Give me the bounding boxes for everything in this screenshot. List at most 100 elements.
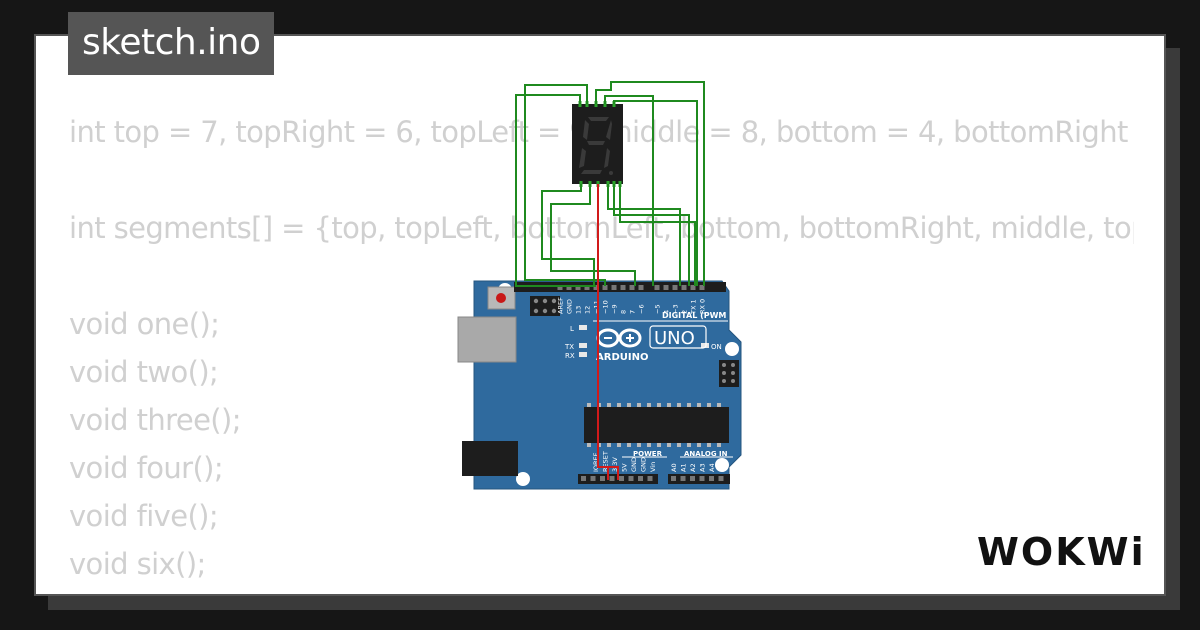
header-pin[interactable] <box>629 285 635 290</box>
digital-header[interactable] <box>514 282 726 292</box>
header-pin[interactable] <box>590 476 596 481</box>
mounting-hole-icon <box>725 342 739 356</box>
chip-leg <box>657 443 661 447</box>
digital-pin-label: 12 <box>584 306 592 314</box>
digital-pin-label: 8 <box>620 310 628 314</box>
chip-leg <box>657 403 661 407</box>
icsp-header <box>530 296 560 316</box>
header-pin[interactable] <box>690 476 695 481</box>
header-pin[interactable] <box>600 476 605 481</box>
arduino-brand-label: ARDUINO <box>596 352 648 363</box>
digital-pin-label: ~11 <box>593 300 601 314</box>
board-model-label: UNO <box>654 328 695 349</box>
chip-leg <box>697 443 701 447</box>
chip-leg <box>697 403 701 407</box>
power-pin-label: GND <box>630 457 638 472</box>
chip-leg <box>627 403 631 407</box>
led-on <box>701 343 709 348</box>
header-pin[interactable] <box>638 476 643 481</box>
led-tx-label: TX <box>564 343 574 351</box>
chip-leg <box>717 403 721 407</box>
power-jack <box>462 441 518 476</box>
led-l <box>579 325 587 330</box>
chip-leg <box>687 443 691 447</box>
code-line: int segments[] = {top, topLeft, bottomLe… <box>69 211 1134 245</box>
header-pin[interactable] <box>557 285 563 290</box>
chip-leg <box>707 443 711 447</box>
header-pin[interactable] <box>680 476 686 481</box>
digital-pin-label: ~5 <box>654 304 662 314</box>
chip-leg <box>667 403 671 407</box>
chip-leg <box>667 443 671 447</box>
icsp-header-right <box>719 360 739 387</box>
power-pin-label: 5V <box>621 463 629 472</box>
header-pin[interactable] <box>628 476 634 481</box>
analog-pin-label: A4 <box>708 463 716 472</box>
led-rx-label: RX <box>565 352 575 360</box>
chip-leg <box>647 403 651 407</box>
chip-leg <box>677 403 681 407</box>
atmega-chip <box>584 407 729 443</box>
power-pin-label: RESET <box>602 451 610 472</box>
digital-pin-label: ~3 <box>672 304 680 314</box>
digit-eight-segments <box>579 117 613 175</box>
digital-pin-label: GND <box>566 299 574 314</box>
digital-pin-label: 2 <box>681 310 689 314</box>
header-pin[interactable] <box>681 285 687 290</box>
header-pin[interactable] <box>663 285 669 290</box>
digital-pin-label: TX 1 <box>690 299 698 315</box>
power-pin-label: 3.3V <box>611 457 619 472</box>
power-header-label: POWER <box>633 450 663 458</box>
header-pin[interactable] <box>620 285 626 290</box>
header-pin[interactable] <box>581 476 586 481</box>
analog-pin-label: A1 <box>680 463 688 472</box>
power-pin-label: IOREF <box>592 452 600 472</box>
analog-pin-label: A5 <box>718 463 726 472</box>
arduino-logo-icon <box>596 328 642 348</box>
digital-pin-label: ~10 <box>602 300 610 314</box>
chip-leg <box>627 443 631 447</box>
file-tab[interactable]: sketch.ino <box>68 12 275 75</box>
reset-button[interactable] <box>487 286 516 310</box>
led-on-label: ON <box>711 343 722 351</box>
header-pin[interactable] <box>699 476 705 481</box>
header-pin[interactable] <box>654 285 660 290</box>
header-pin[interactable] <box>699 285 705 290</box>
header-pin[interactable] <box>609 476 615 481</box>
code-line: void one(); <box>69 307 220 341</box>
wires <box>515 81 705 480</box>
header-pin[interactable] <box>593 285 599 290</box>
analog-pin-label: A0 <box>670 463 678 472</box>
seven-segment-display[interactable] <box>572 101 623 187</box>
header-pin[interactable] <box>709 476 714 481</box>
analog-header[interactable] <box>668 474 730 484</box>
chip-leg <box>717 443 721 447</box>
led-rx <box>579 352 587 357</box>
chip-leg <box>637 443 641 447</box>
chip-leg <box>607 403 611 407</box>
digital-pin-label: 7 <box>629 310 637 314</box>
digital-pin-label: ~6 <box>638 304 646 314</box>
chip-leg <box>587 443 591 447</box>
header-pin[interactable] <box>718 476 724 481</box>
code-line: void five(); <box>69 499 219 533</box>
header-pin[interactable] <box>611 285 617 290</box>
header-pin[interactable] <box>575 285 581 290</box>
analog-pin-label: A2 <box>689 463 697 472</box>
power-pin-label: Vin <box>649 462 657 472</box>
chip-leg <box>647 443 651 447</box>
header-pin[interactable] <box>602 285 608 290</box>
header-pin[interactable] <box>566 285 572 290</box>
chip-leg <box>677 443 681 447</box>
header-pin[interactable] <box>638 285 644 290</box>
analog-header-label: ANALOG IN <box>684 450 728 458</box>
header-pin[interactable] <box>584 285 590 290</box>
header-pin[interactable] <box>647 476 653 481</box>
header-pin[interactable] <box>619 476 624 481</box>
header-pin[interactable] <box>671 476 676 481</box>
digital-pin-label: RX 0 <box>699 299 707 314</box>
header-pin[interactable] <box>672 285 678 290</box>
header-pin[interactable] <box>690 285 696 290</box>
